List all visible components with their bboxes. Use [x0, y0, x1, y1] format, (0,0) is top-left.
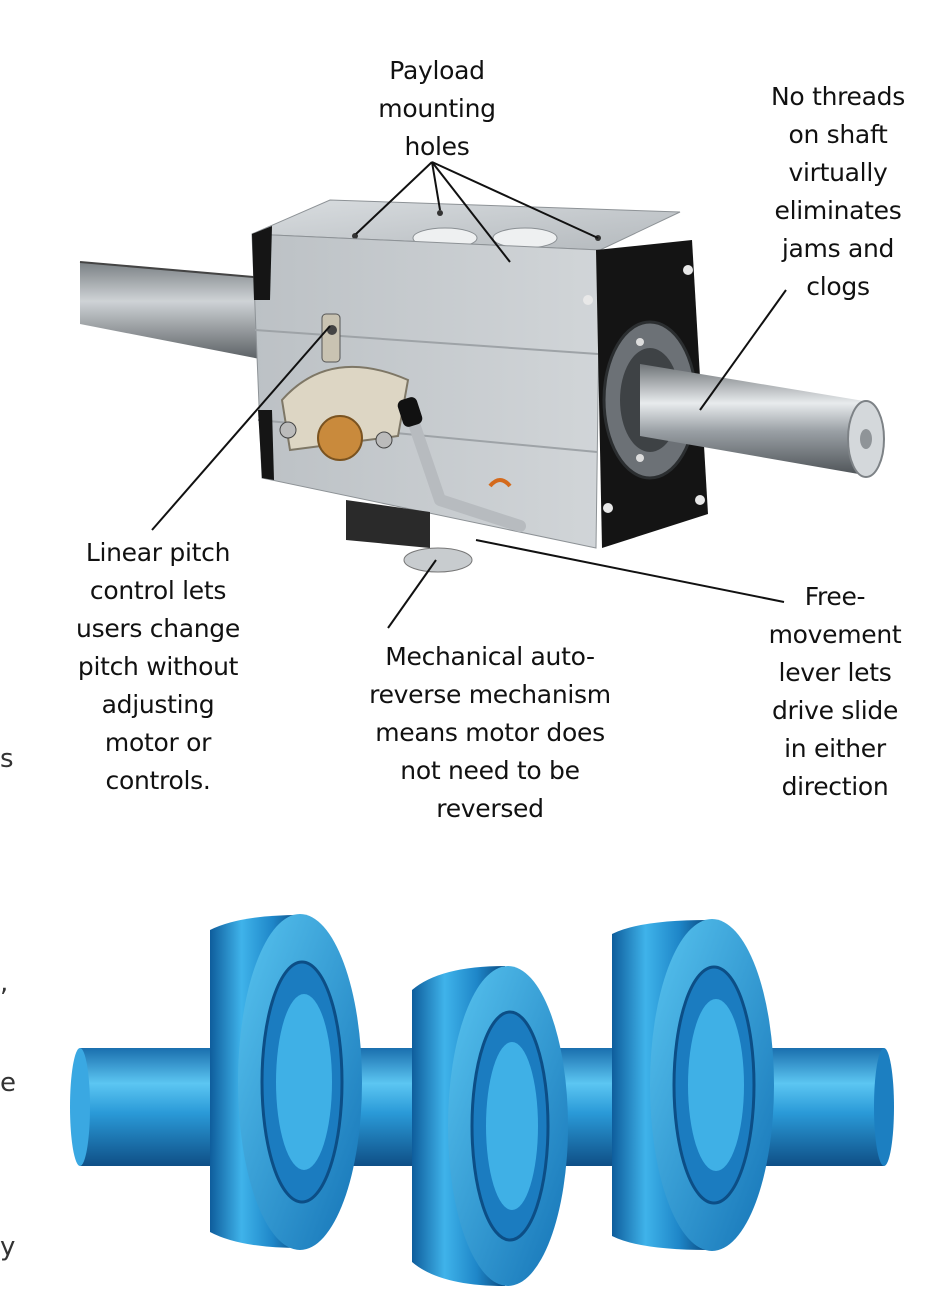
bearing-left [210, 914, 362, 1250]
no-threads-callout: No threads on shaft virtually eliminates… [771, 82, 905, 301]
housing-body [251, 226, 601, 549]
auto-reverse-mechanism [346, 500, 473, 573]
housing-top [251, 199, 681, 267]
leader-lines [151, 161, 787, 629]
drive-shaft [640, 364, 885, 478]
free-movement-callout: Free- movement lever lets drive slide in… [768, 582, 902, 801]
edge-fragment-3: e [0, 1068, 16, 1098]
guide-rail [79, 261, 266, 360]
bearing-middle [412, 966, 568, 1286]
linear-pitch-callout: Linear pitch control lets users change p… [76, 538, 240, 795]
payload-holes-callout: Payload mounting holes [378, 56, 496, 161]
bearing-right [612, 919, 774, 1251]
auto-reverse-callout: Mechanical auto- reverse mechanism means… [369, 642, 611, 823]
free-movement-lever [397, 397, 526, 532]
edge-fragment-4: y [0, 1232, 16, 1262]
edge-fragment-1: s [0, 744, 14, 774]
edge-fragment-2: , [0, 968, 9, 998]
pitch-control-dial [279, 313, 410, 461]
bearing-assembly [70, 914, 894, 1286]
